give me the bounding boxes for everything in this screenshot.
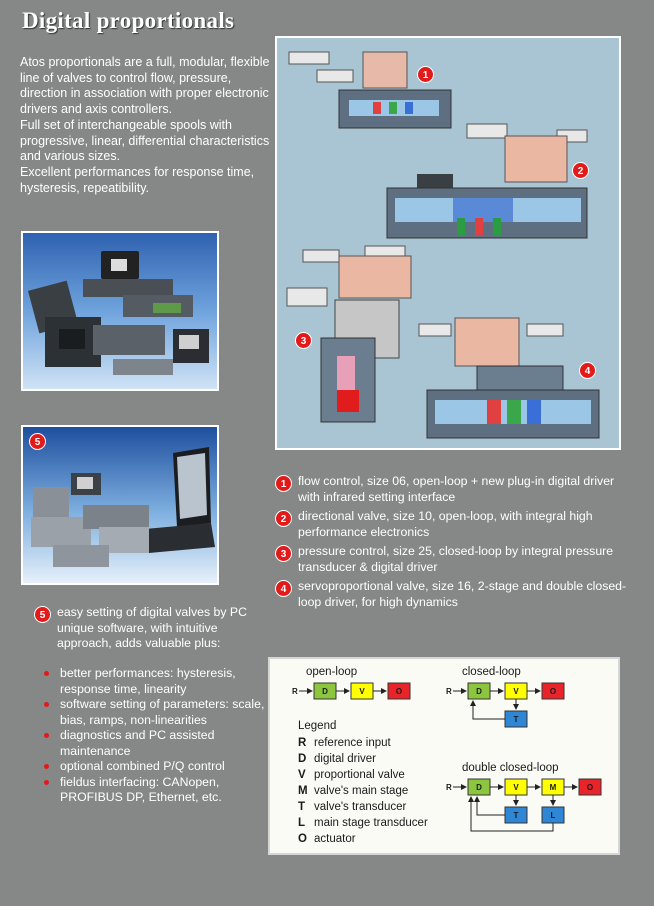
page-title: Digital proportionals [22,8,235,33]
legend-key-r: R [298,737,307,749]
servoproportional-valve-illustration [418,317,600,439]
bullet-dot-icon [44,702,49,707]
legend-desc-t: valve's transducer [314,801,406,813]
intro-paragraph-2: Full set of interchangeable spools with … [20,117,270,164]
legend-desc-m: valve's main stage [314,785,408,797]
caption-text-1: flow control, size 06, open-loop + new p… [298,474,615,504]
valve-captions: 1 flow control, size 06, open-loop + new… [275,474,635,614]
closed-loop-block-o [541,682,565,700]
caption-text-2: directional valve, size 10, open-loop, w… [298,509,593,539]
double-closed-loop-title: double closed-loop [462,762,559,774]
legend-key-l: L [298,817,305,829]
svg-text:O: O [550,687,556,696]
legend-key-d: D [298,753,306,765]
caption-text-4: servoproportional valve, size 16, 2-stag… [298,579,627,609]
svg-text:O: O [396,687,402,696]
legend-desc-l: main stage transducer [314,817,428,829]
bullet-dot-icon [44,671,49,676]
list-item: better performances: hysteresis, respons… [42,666,282,697]
legend-key-t: T [298,801,305,813]
list-item: software setting of parameters: scale, b… [42,697,282,728]
double-loop-block-o [578,778,602,796]
valves-laptop-photo: 5 [21,425,219,585]
intro-text: Atos proportionals are a full, modular, … [20,55,270,196]
legend-key-v: V [298,769,306,781]
closed-loop-input: R [446,687,452,696]
legend-key-m: M [298,785,308,797]
caption-badge-4: 4 [275,580,292,597]
easy-setting-text: easy setting of digital valves by PC uni… [57,605,248,650]
caption-3: 3 pressure control, size 25, closed-loop… [275,544,635,575]
easy-badge-5: 5 [34,606,51,623]
bullet-dot-icon [44,733,49,738]
caption-badge-3: 3 [275,545,292,562]
valve-illustrations-panel: 1 2 3 4 [275,36,621,450]
svg-text:D: D [322,687,328,696]
directional-valve-illustration [386,123,588,239]
intro-paragraph-1: Atos proportionals are a full, modular, … [20,55,270,117]
svg-text:O: O [587,783,593,792]
caption-1: 1 flow control, size 06, open-loop + new… [275,474,635,505]
svg-text:V: V [513,687,519,696]
list-item: optional combined P/Q control [42,759,282,775]
caption-badge-1: 1 [275,475,292,492]
flow-control-valve-illustration [288,51,452,129]
svg-text:D: D [476,783,482,792]
svg-text:V: V [359,687,365,696]
panel-badge-1: 1 [417,66,434,83]
panel-badge-3: 3 [295,332,312,349]
legend-desc-r: reference input [314,737,392,749]
pressure-control-valve-illustration [286,245,412,423]
svg-text:V: V [513,783,519,792]
list-item: diagnostics and PC assisted maintenance [42,728,282,759]
panel-badge-2: 2 [572,162,589,179]
closed-loop-title: closed-loop [462,666,521,678]
intro-paragraph-3: Excellent performances for response time… [20,164,255,195]
svg-text:L: L [551,811,556,820]
svg-text:T: T [514,811,519,820]
legend-desc-d: digital driver [314,753,376,765]
photo-badge-5: 5 [29,433,46,450]
legend-desc-v: proportional valve [314,769,405,781]
legend-desc-o: actuator [314,833,356,845]
double-closed-loop-input: R [446,783,452,792]
bullet-dot-icon [44,779,49,785]
caption-badge-2: 2 [275,510,292,527]
caption-2: 2 directional valve, size 10, open-loop,… [275,509,635,540]
control-loop-diagram: open-loop R D V O closed-loop R D V O T … [268,657,620,855]
legend-title: Legend [298,720,336,732]
open-loop-block-o [387,682,411,700]
easy-setting-note: 5 easy setting of digital valves by PC u… [34,605,274,652]
caption-4: 4 servoproportional valve, size 16, 2-st… [275,579,635,610]
open-loop-title: open-loop [306,666,357,678]
valves-product-photo [21,231,219,391]
bullet-dot-icon [44,764,49,769]
panel-badge-4: 4 [579,362,596,379]
list-item: fieldus interfacing: CANopen, PROFIBUS D… [42,775,282,806]
svg-text:D: D [476,687,482,696]
open-loop-input: R [292,687,298,696]
svg-text:M: M [550,783,557,792]
benefits-list: better performances: hysteresis, respons… [42,666,282,806]
caption-text-3: pressure control, size 25, closed-loop b… [298,544,614,574]
legend-key-o: O [298,833,307,845]
svg-text:T: T [514,715,519,724]
